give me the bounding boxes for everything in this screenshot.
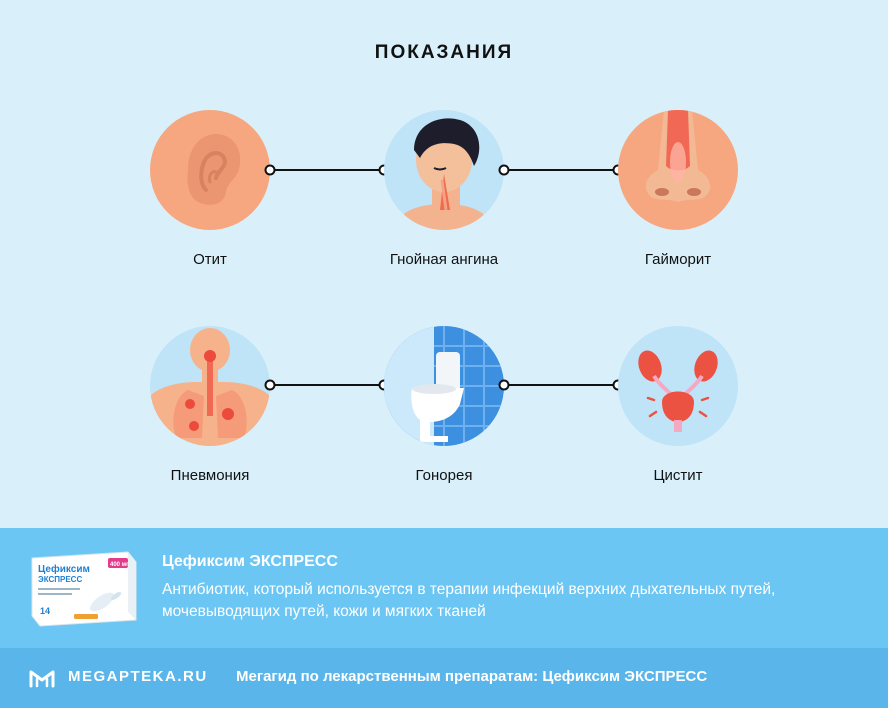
megapteka-logo-icon xyxy=(29,670,55,688)
nose-icon xyxy=(618,110,738,230)
connector-line xyxy=(498,379,624,391)
indication-label: Отит xyxy=(193,251,227,268)
footer-brand: MEGAPTEKA.RU xyxy=(68,668,208,685)
package-brand-line1: Цефиксим xyxy=(38,563,90,575)
product-description: Антибиотик, который используется в терап… xyxy=(162,581,776,620)
indication-label: Гнойная ангина xyxy=(389,251,499,268)
product-name: Цефиксим ЭКСПРЕСС xyxy=(162,553,338,570)
toilet-icon xyxy=(384,326,504,446)
indication-label: Гайморит xyxy=(644,251,712,268)
connector-line xyxy=(264,379,390,391)
connector-line xyxy=(498,164,624,176)
product-package-image: Цефиксим ЭКСПРЕСС 400 мг 14 xyxy=(31,551,137,627)
package-dose: 400 мг xyxy=(110,562,129,568)
connector-line xyxy=(264,164,390,176)
package-count: 14 xyxy=(40,606,50,616)
footer-band xyxy=(0,648,888,708)
lungs-icon xyxy=(150,326,270,446)
page-title: ПОКАЗАНИЯ xyxy=(374,42,514,63)
bladder-icon xyxy=(618,326,738,446)
footer-tagline: Мегагид по лекарственным препаратам: Цеф… xyxy=(236,668,708,685)
product-info-band xyxy=(0,528,888,648)
throat-icon xyxy=(384,110,504,230)
indication-label: Гонорея xyxy=(415,467,473,484)
indication-label: Пневмония xyxy=(170,467,250,484)
ear-icon xyxy=(150,110,270,230)
indication-label: Цистит xyxy=(653,467,703,484)
package-brand-line2: ЭКСПРЕСС xyxy=(38,575,82,584)
